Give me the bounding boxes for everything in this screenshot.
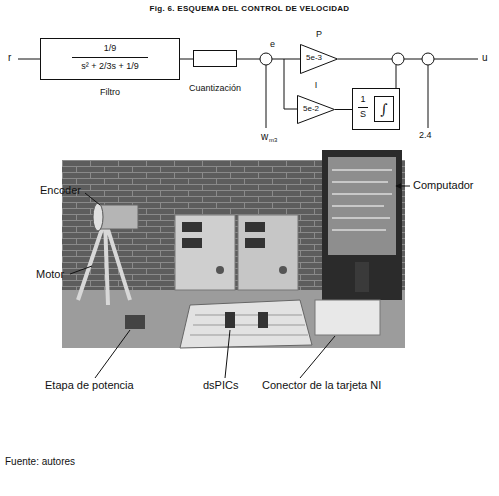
node-text: 5e-2	[298, 105, 324, 114]
summing-junctions	[260, 53, 434, 65]
leader-line	[225, 330, 230, 378]
wire	[404, 59, 422, 60]
summing-junction	[260, 53, 272, 65]
wire	[237, 59, 260, 60]
summing-junction	[422, 53, 434, 65]
signal-connector	[335, 109, 352, 110]
wire	[434, 59, 478, 60]
knob	[279, 266, 287, 274]
dspic-chip	[225, 312, 235, 328]
leader-line	[396, 186, 410, 187]
screen-plot	[332, 170, 392, 230]
leader-line	[300, 336, 335, 378]
leader-line	[85, 193, 100, 205]
power-supply	[238, 215, 298, 290]
signal-connector	[180, 59, 193, 60]
transfer-block: 1/9s² + 2/3s + 1/9Filtro	[40, 38, 180, 80]
wire	[284, 59, 297, 109]
motor-stand	[78, 220, 130, 305]
text-label: Computador	[413, 179, 474, 191]
text-label: Encoder	[40, 184, 81, 196]
monitor	[322, 150, 402, 300]
text-label: Motor	[36, 268, 64, 280]
text-label: dsPICs	[203, 379, 238, 391]
breadboard-rows	[190, 315, 308, 335]
figure-caption: Fuente: autores	[5, 456, 75, 467]
text-label: 2.4	[419, 131, 432, 141]
motor-body	[98, 205, 138, 229]
text-label: e	[270, 40, 275, 50]
figure-title: Fig. 6. ESQUEMA DEL CONTROL DE VELOCIDAD	[0, 5, 499, 14]
triangle-shape	[301, 45, 338, 74]
text-label: u	[482, 52, 488, 63]
leader-lines	[70, 186, 410, 378]
node-text: S	[356, 110, 370, 120]
display	[182, 222, 202, 232]
node-text: 1/9	[40, 44, 180, 54]
wire	[338, 59, 392, 60]
signal-wires	[18, 59, 478, 128]
wire	[272, 59, 300, 60]
encoder-disk	[93, 203, 103, 231]
power-stage	[125, 315, 145, 329]
leader-line	[95, 330, 130, 378]
node-text: 5e-3	[301, 54, 327, 63]
wire	[396, 65, 397, 88]
leader-line	[70, 266, 92, 274]
wire	[18, 59, 40, 60]
wire	[428, 65, 429, 128]
fraction-bar	[72, 57, 148, 58]
display	[182, 238, 202, 248]
power-supply	[175, 215, 235, 290]
photo	[62, 150, 405, 348]
monitor-stand	[355, 262, 369, 292]
gain-block: P5e-3	[300, 44, 338, 74]
transfer-block: Cuantización	[193, 50, 237, 67]
node-text: s² + 2/3s + 1/9	[40, 62, 180, 72]
node-text: ∫	[374, 96, 394, 122]
dspic-chip	[258, 312, 268, 328]
gain-block: I5e-2	[297, 95, 335, 124]
monitor-screen	[328, 157, 396, 255]
transfer-block: 1S ∫	[352, 88, 400, 130]
fraction-bar	[358, 107, 368, 108]
node-text: 1	[356, 95, 370, 105]
text-label: m3	[269, 137, 277, 144]
node-text: Filtro	[40, 88, 180, 98]
text-label: Etapa de potencia	[45, 379, 134, 391]
knob	[216, 266, 224, 274]
node-text: P	[300, 30, 338, 40]
node-text: I	[297, 81, 335, 91]
text-label: r	[8, 52, 11, 63]
display	[245, 238, 265, 248]
ni-connector	[315, 300, 380, 335]
node-text: Cuantización	[169, 84, 261, 94]
summing-junction	[392, 53, 404, 65]
triangle-shape	[298, 96, 335, 124]
text-label: w	[261, 131, 268, 142]
display	[245, 222, 265, 232]
breadboard	[180, 300, 312, 348]
text-label: Conector de la tarjeta NI	[262, 379, 381, 391]
wire	[266, 65, 267, 128]
